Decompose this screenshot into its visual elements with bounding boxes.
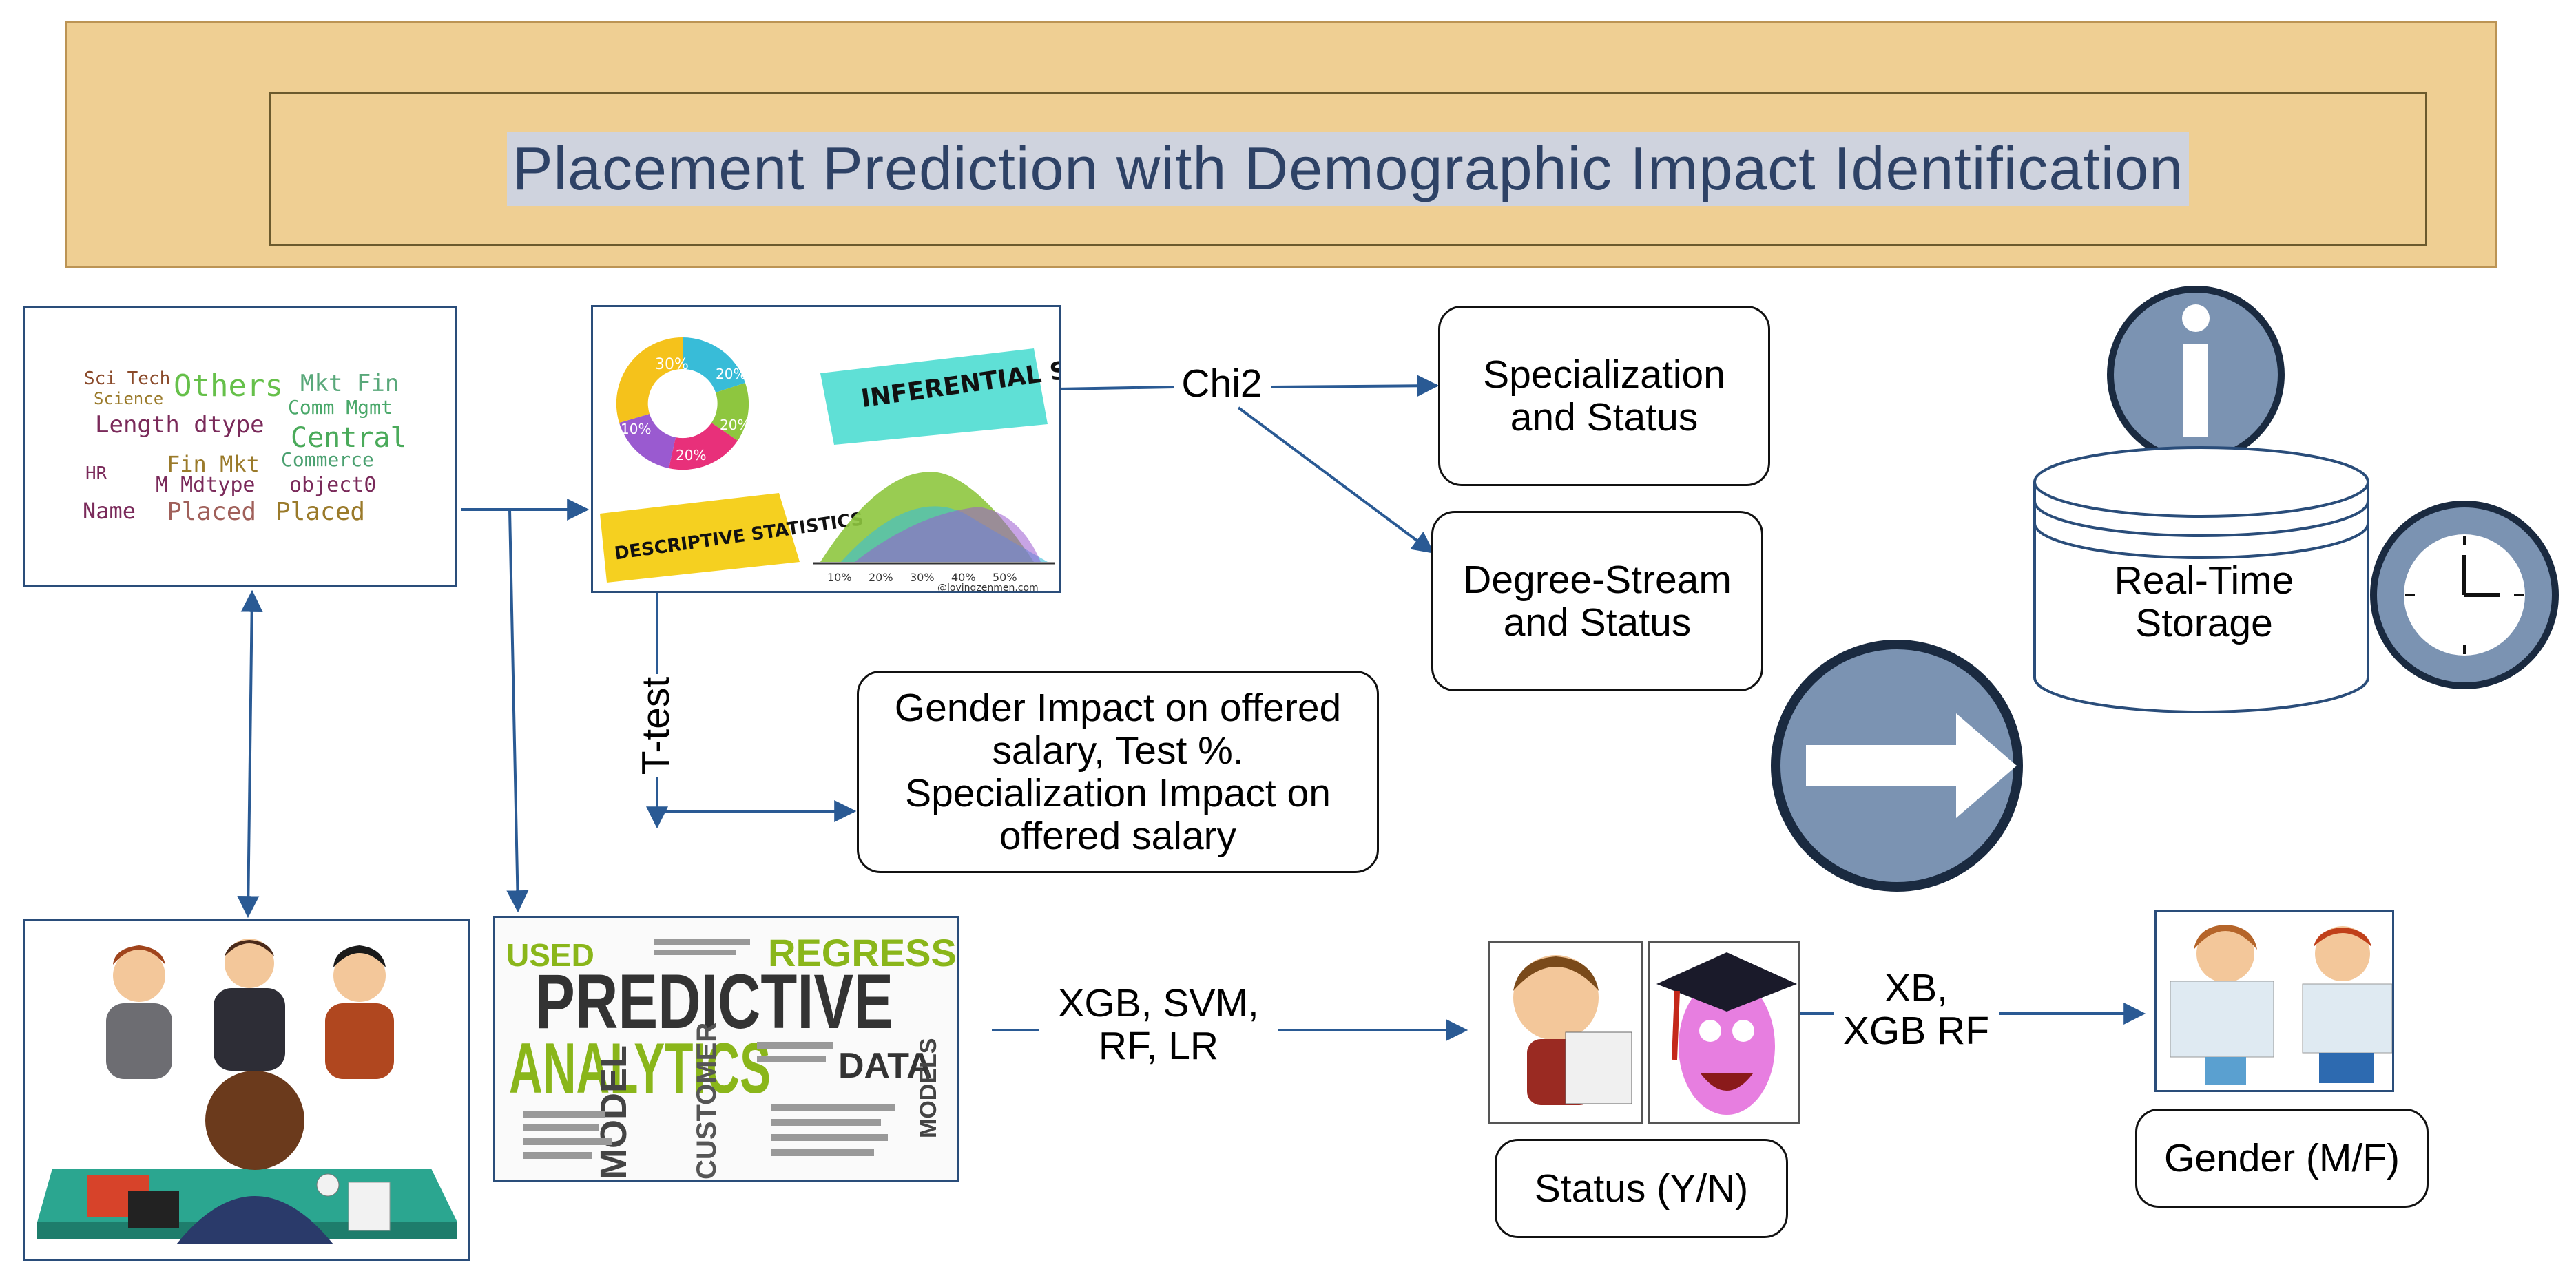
person-icon	[325, 945, 394, 1079]
axis-label: 30%	[910, 571, 935, 584]
kids-graphic	[2170, 925, 2392, 1085]
gender-impact-box: Gender Impact on offered salary, Test %.…	[857, 671, 1379, 873]
student-graphic	[1513, 955, 1632, 1105]
xgb-svm-label: XGB, SVM, RF, LR	[1039, 982, 1278, 1070]
arrow-wordcloud-meeting	[237, 589, 263, 919]
ttest-label: T-test	[634, 674, 678, 777]
graduate-graphic	[1656, 952, 1797, 1115]
wordcloud-word: Mkt Fin	[300, 370, 399, 397]
wordcloud-word: HR	[85, 463, 107, 484]
wordcloud-word: object0	[289, 473, 377, 497]
wordcloud-word: M Mdtype	[156, 473, 256, 497]
xb-label: XB, XGB RF	[1834, 967, 1999, 1055]
pa-word: MODELS	[915, 1038, 942, 1138]
wordcloud-word: Fin Mkt	[167, 451, 260, 477]
pa-filler-words	[523, 939, 895, 1159]
student-image	[1488, 941, 1643, 1124]
wordcloud-word: Name	[83, 498, 136, 524]
kids-image	[2154, 910, 2394, 1092]
wordcloud-word: Length dtype	[95, 411, 264, 439]
arrow-to-degree-status	[1237, 406, 1435, 554]
pct-label: 20%	[720, 417, 750, 433]
meeting-illustration	[23, 919, 470, 1261]
axis-label: 20%	[869, 571, 893, 584]
wordcloud-word: Science	[94, 389, 164, 408]
arrow-to-spec-status	[1270, 375, 1440, 397]
person-icon	[106, 945, 172, 1079]
status-yn-box: Status (Y/N)	[1495, 1139, 1788, 1238]
wordcloud-word: Commerce	[281, 448, 374, 471]
pct-label: 20%	[676, 447, 706, 463]
axis-label: 40%	[951, 571, 976, 584]
person-icon	[214, 939, 285, 1071]
statistics-illustration: 30% 20% 20% 20% 10% INFERENTIAL STATISTI…	[591, 305, 1061, 593]
pa-word: PREDICTIVE	[535, 958, 893, 1045]
pa-word: CUSTOMER	[692, 1023, 722, 1180]
pa-word: REGRESSION	[768, 931, 959, 974]
wordcloud-word: Placed	[276, 498, 366, 526]
wordcloud-panel: Sci Tech Others Mkt Fin Science Comm Mgm…	[23, 306, 457, 587]
wordcloud-word: Central	[291, 422, 407, 454]
person-icon	[176, 1071, 333, 1244]
axis-label: 10%	[827, 571, 852, 584]
page-title: Placement Prediction with Demographic Im…	[506, 132, 2190, 206]
wordcloud-word: Comm Mgmt	[288, 396, 393, 419]
axis-label: 50%	[993, 571, 1017, 584]
credit-label: @lovingzenmen.com	[937, 583, 1039, 593]
wordcloud-word: Sci Tech	[84, 368, 171, 389]
spec-status-label: Specialization and Status	[1483, 353, 1725, 439]
degree-status-box: Degree-Stream and Status	[1431, 511, 1763, 691]
spec-status-box: Specialization and Status	[1438, 306, 1770, 486]
graduate-image	[1648, 941, 1800, 1124]
degree-status-label: Degree-Stream and Status	[1463, 558, 1732, 645]
gender-impact-label: Gender Impact on offered salary, Test %.…	[894, 686, 1342, 858]
status-yn-label: Status (Y/N)	[1534, 1166, 1749, 1211]
wordcloud-word: Others	[174, 368, 283, 404]
pct-label: 30%	[655, 356, 689, 373]
donut-chart-icon: 30% 20% 20% 20% 10%	[616, 337, 750, 470]
wordcloud-word: Placed	[167, 498, 257, 526]
pa-word: ANALYTICS	[509, 1029, 771, 1109]
edge-chi2-left	[1056, 386, 1175, 390]
title-wrap: Placement Prediction with Demographic Im…	[271, 94, 2425, 244]
storage-label: Real-Time Storage	[2114, 558, 2294, 645]
gender-mf-box: Gender (M/F)	[2135, 1109, 2429, 1208]
arrow-to-predictive	[506, 509, 529, 913]
predictive-analytics-illustration: USED REGRESSION PREDICTIVE ANALYTICS DAT…	[493, 916, 959, 1182]
title-banner: Placement Prediction with Demographic Im…	[65, 21, 2497, 268]
pct-label: 20%	[716, 366, 746, 382]
gender-mf-label: Gender (M/F)	[2163, 1136, 2400, 1180]
pct-label: 10%	[621, 421, 651, 437]
statistics-graphic: 30% 20% 20% 20% 10% INFERENTIAL STATISTI…	[600, 337, 1059, 593]
title-frame: Placement Prediction with Demographic Im…	[269, 92, 2427, 246]
pa-word: USED	[506, 937, 594, 973]
predictive-wordcloud: USED REGRESSION PREDICTIVE ANALYTICS DAT…	[506, 931, 959, 1180]
pa-word: DATA	[838, 1046, 933, 1086]
chi2-label: Chi2	[1175, 362, 1269, 406]
meeting-graphic	[37, 939, 457, 1244]
